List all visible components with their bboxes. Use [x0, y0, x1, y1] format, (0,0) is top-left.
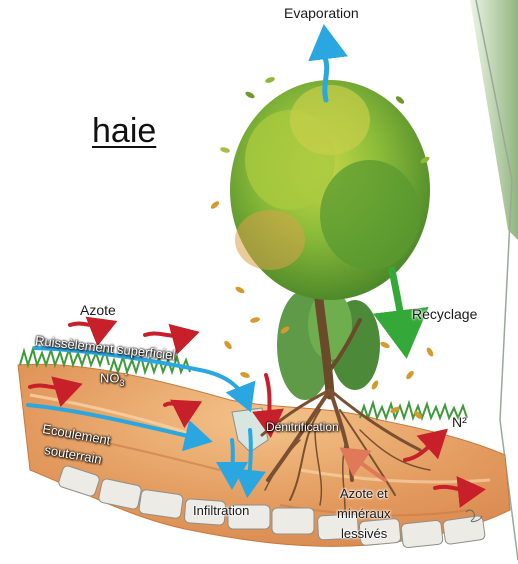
- label-infiltration: Infiltration: [193, 503, 249, 518]
- infiltration-arrow-1: [232, 440, 233, 482]
- label-lessives: lessivés: [341, 526, 387, 541]
- no3-base: NO: [100, 370, 120, 385]
- page-title: haie: [92, 112, 156, 151]
- label-denitrification: Dénitrification: [266, 420, 339, 434]
- evaporation-arrow: [324, 34, 327, 100]
- azote-arrow-1: [70, 324, 110, 326]
- recyclage-arrow: [392, 270, 405, 345]
- label-evaporation: Evaporation: [284, 5, 359, 21]
- label-azote: Azote: [80, 302, 116, 318]
- no3-subscript: 3: [120, 378, 125, 388]
- label-azote-et: Azote et: [340, 486, 388, 501]
- label-n2: N²: [452, 414, 467, 430]
- label-mineraux: minéraux: [337, 506, 390, 521]
- tree-crown-illustration: [230, 80, 430, 300]
- azote-arrow-2: [145, 334, 192, 336]
- no3-arrow-1: [30, 386, 75, 388]
- label-recyclage: Recyclage: [412, 306, 477, 322]
- no3-superscript: -: [125, 369, 128, 379]
- label-no3: NO3-: [100, 369, 128, 388]
